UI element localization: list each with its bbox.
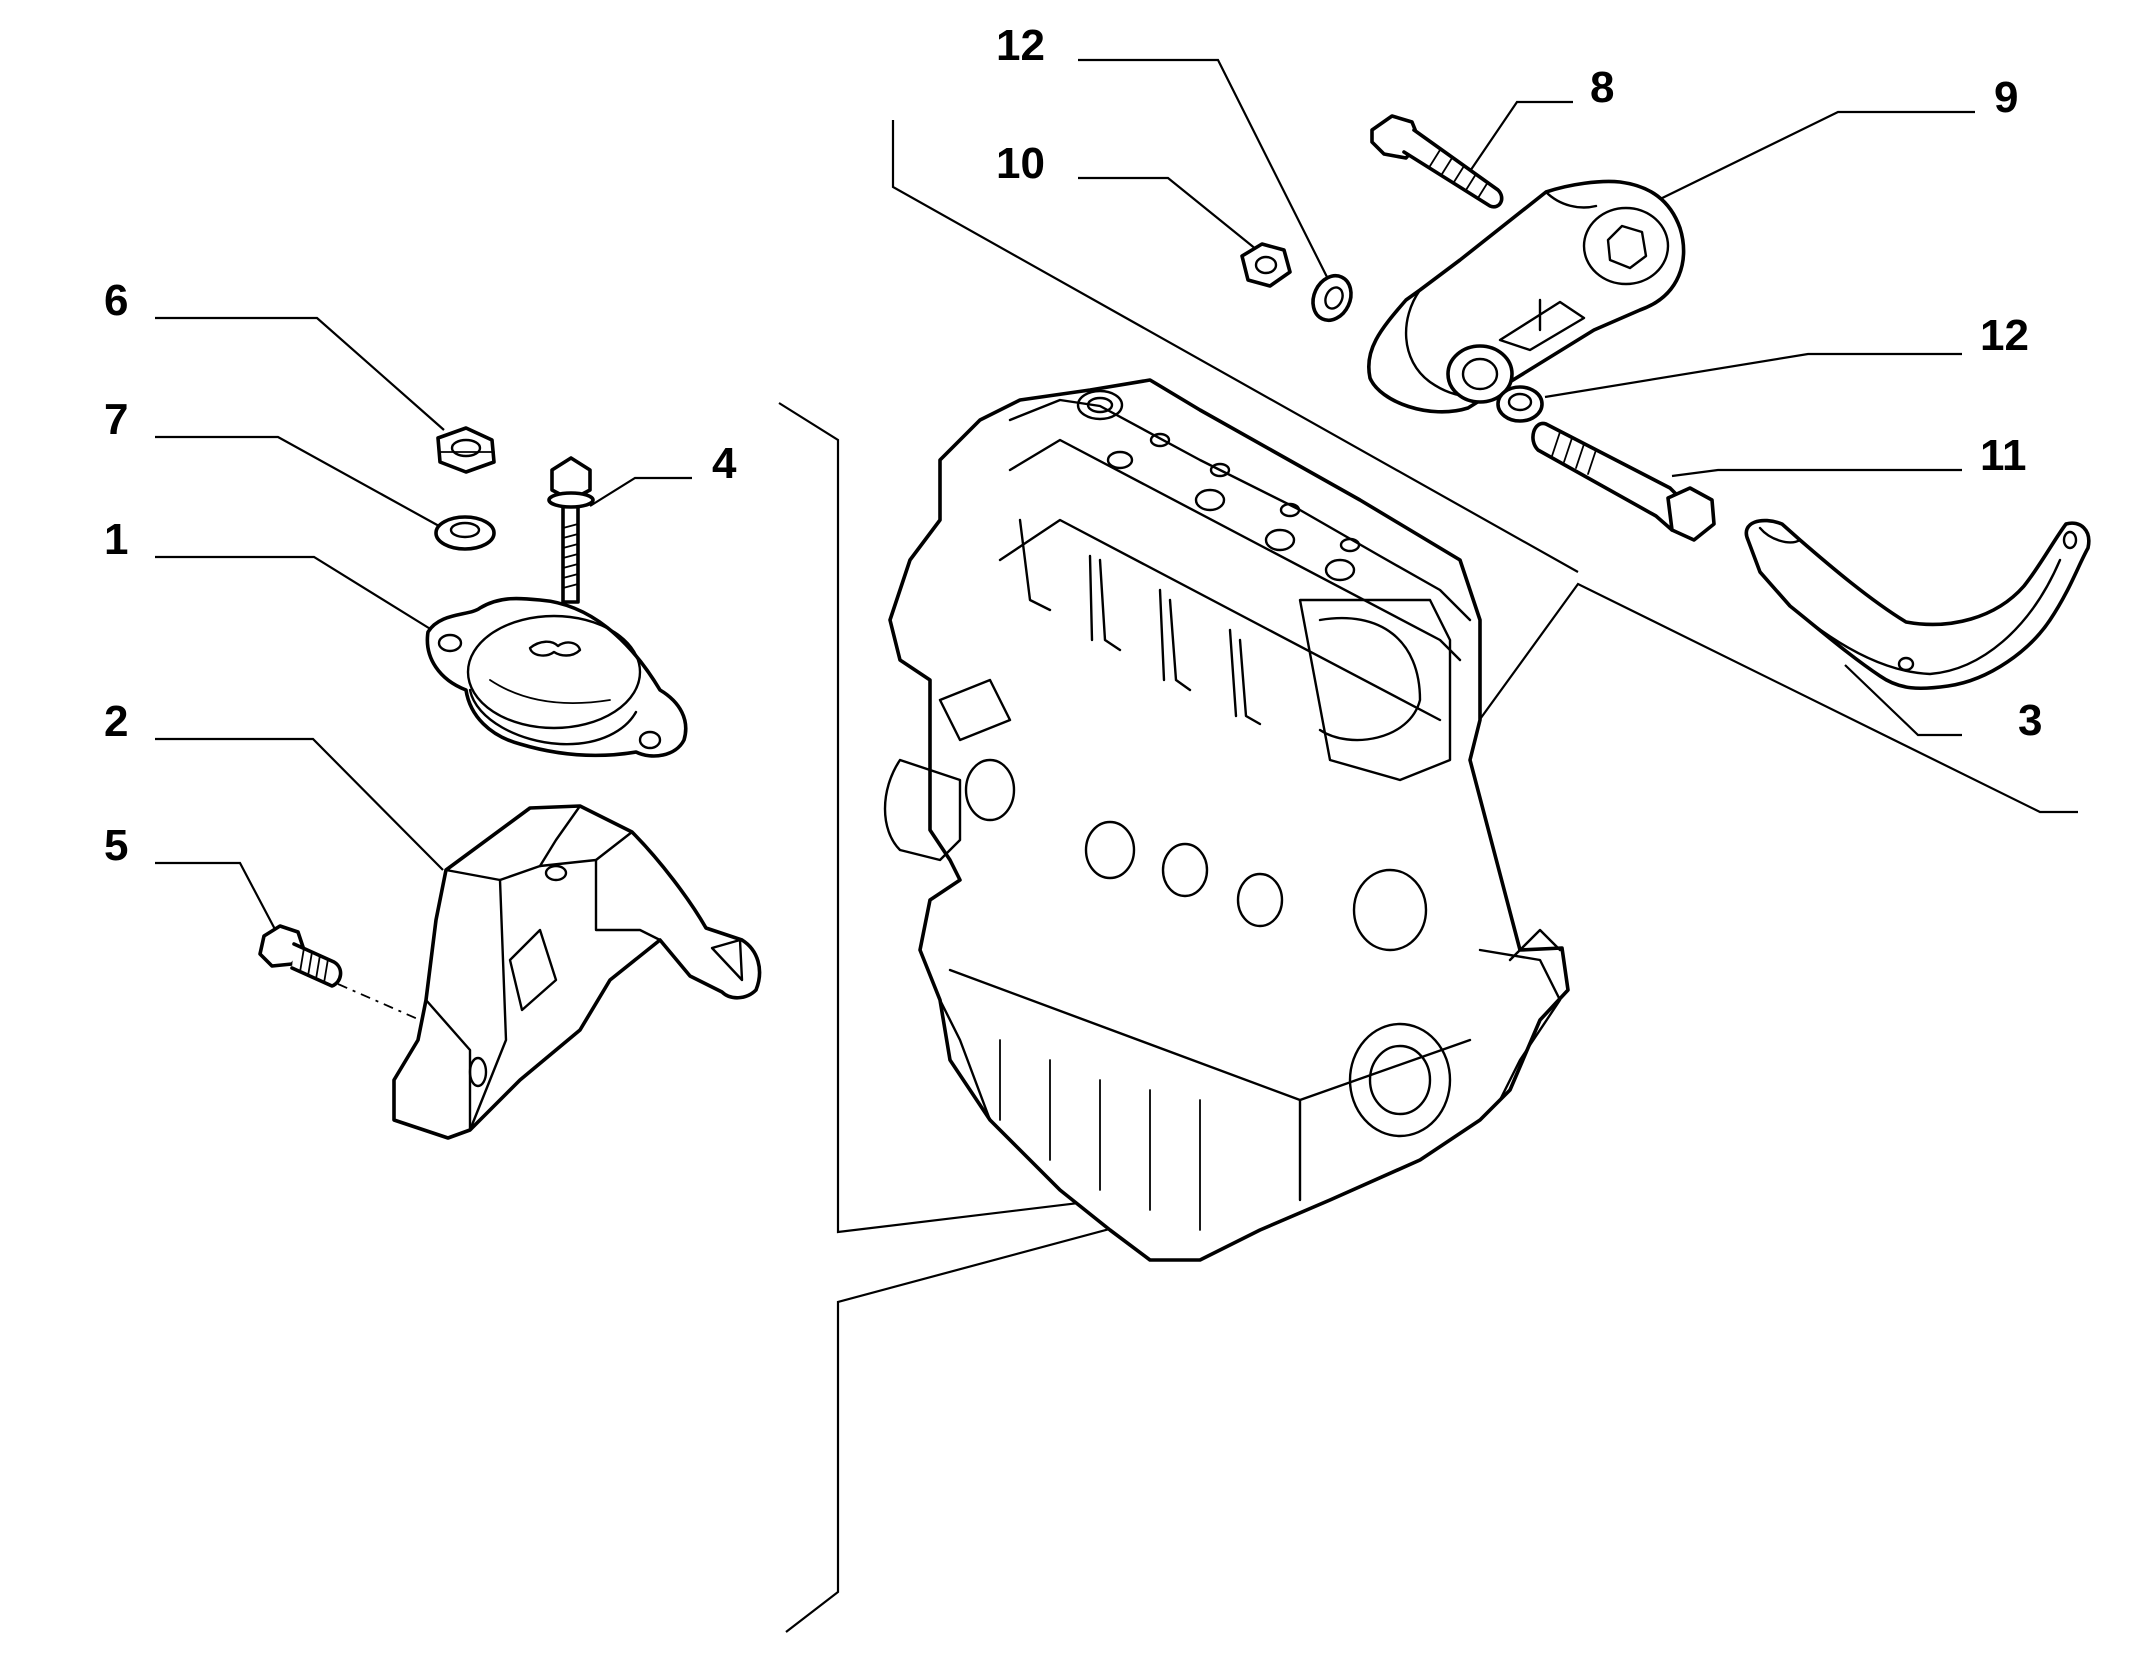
relation-line-bottom — [785, 1158, 1367, 1633]
leader-12b — [1544, 352, 1962, 399]
callout-11: 11 — [1980, 431, 2027, 480]
leader-12a — [1078, 58, 1331, 284]
leader-5 — [155, 861, 279, 936]
callout-8: 8 — [1590, 63, 1614, 112]
washer-part-7 — [434, 515, 496, 551]
callout-labels: 6 7 1 2 5 4 12 10 8 9 12 11 3 — [104, 21, 2042, 870]
bracket-part-2 — [392, 804, 762, 1140]
bracket-arm-part-3 — [1744, 518, 2091, 691]
leader-8 — [1463, 100, 1573, 181]
leader-4 — [589, 476, 692, 507]
leader-3 — [1844, 664, 1962, 737]
callout-5: 5 — [104, 821, 128, 870]
callout-10: 10 — [996, 139, 1045, 188]
callout-3: 3 — [2018, 696, 2042, 745]
relation-line-top — [891, 120, 1579, 573]
callout-2: 2 — [104, 697, 128, 746]
callout-7: 7 — [104, 395, 128, 444]
bolt-part-11 — [1531, 421, 1716, 542]
leader-10 — [1078, 176, 1263, 255]
relation-line-right — [1461, 582, 2078, 814]
torque-rod-part-9 — [1367, 179, 1686, 414]
leader-6 — [155, 316, 445, 431]
bolt-part-4 — [547, 456, 595, 604]
nut-part-6 — [436, 426, 496, 474]
leader-9 — [1649, 110, 1975, 205]
callout-1: 1 — [104, 515, 128, 564]
washer-part-12-right — [1496, 385, 1544, 423]
assembly-lines — [778, 120, 2078, 1633]
leader-lines — [155, 58, 1975, 936]
callout-12-right: 12 — [1980, 311, 2029, 360]
engine-block — [883, 378, 1570, 1262]
nut-part-10 — [1240, 242, 1292, 288]
callout-6: 6 — [104, 276, 128, 325]
leader-7 — [155, 435, 440, 527]
callout-4: 4 — [712, 439, 737, 488]
relation-line-left — [778, 402, 1271, 1234]
leader-2 — [155, 737, 444, 871]
bolt-part-8 — [1370, 114, 1504, 209]
leader-11 — [1671, 468, 1962, 478]
engine-mount-part-1 — [425, 596, 688, 758]
bolt-part-5 — [258, 924, 421, 1021]
washer-part-12-top — [1311, 274, 1353, 322]
callout-9: 9 — [1994, 73, 2018, 122]
leader-1 — [155, 555, 433, 631]
callout-12-top: 12 — [996, 21, 1045, 70]
